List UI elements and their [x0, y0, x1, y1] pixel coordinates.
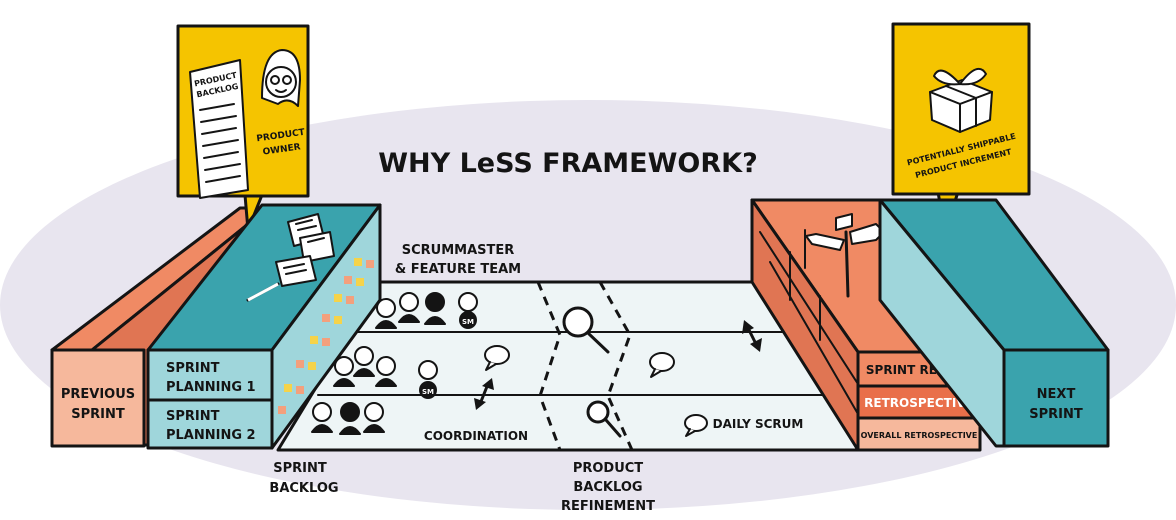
- coordination-label: COORDINATION: [424, 429, 528, 443]
- team-row-2: SM: [333, 346, 438, 399]
- product-owner-card: PRODUCT BACKLOG PRODUCT OWNER: [176, 24, 310, 232]
- next-sprint-label-line2: SPRINT: [1029, 407, 1083, 422]
- sprint-planning-2-line1: SPRINT: [166, 409, 220, 424]
- sm-badge: SM: [462, 318, 474, 326]
- team-row-3: [311, 402, 385, 435]
- next-sprint-side: [878, 198, 1006, 448]
- sprint-planning-1-line2: PLANNING 1: [166, 380, 256, 395]
- sprint-planning-2-line2: PLANNING 2: [166, 428, 256, 443]
- team-label-line1: SCRUMMASTER: [402, 243, 515, 258]
- previous-sprint-front: [50, 348, 146, 448]
- chat-bubble-icon: [484, 345, 510, 371]
- previous-sprint-label-line1: PREVIOUS: [61, 387, 135, 402]
- increment-card: POTENTIALLY SHIPPABLE PRODUCT INCREMENT: [891, 22, 1031, 234]
- sprint-planning-2-front: [146, 398, 274, 450]
- previous-sprint-label-line2: SPRINT: [71, 407, 125, 422]
- backlog-paper: [189, 59, 249, 199]
- team-label-line2: & FEATURE TEAM: [395, 262, 521, 277]
- diagram-title: WHY LeSS FRAMEWORK?: [378, 148, 757, 179]
- sprint-planning-1-front: [146, 348, 274, 402]
- magnifier-icon-small: [586, 400, 622, 438]
- magnifier-icon: [562, 306, 610, 354]
- daily-scrum-label: DAILY SCRUM: [713, 417, 804, 431]
- refinement-line2: BACKLOG: [573, 480, 642, 495]
- signpost-icon: [805, 213, 885, 298]
- overall-retrospective-front: [856, 416, 982, 452]
- marker-icon: [246, 282, 280, 302]
- refinement-line1: PRODUCT: [573, 461, 643, 476]
- team-members: SM SM: [311, 292, 478, 435]
- sprint-floor: COORDINATION DAILY SCRUM: [276, 280, 860, 452]
- team-row-1: SM: [375, 292, 478, 329]
- retrospective-label: RETROSPECTIVE: [864, 396, 974, 410]
- refinement-boundary-left: [536, 281, 562, 451]
- planning-papers: [275, 213, 335, 287]
- chat-bubble-icon-2: [649, 352, 675, 378]
- next-sprint-block: NEXT SPRINT: [878, 198, 1110, 448]
- double-arrow-icon-2: [742, 320, 762, 352]
- overall-retrospective-label: OVERALL RETROSPECTIVE: [861, 431, 978, 440]
- sticky-notes: [278, 258, 374, 414]
- sprint-planning-block: SPRINT PLANNING 1 SPRINT PLANNING 2: [146, 203, 382, 450]
- sprint-backlog-line2: BACKLOG: [269, 481, 338, 496]
- sprint-backlog-line1: SPRINT: [273, 461, 327, 476]
- product-owner-icon: [261, 49, 301, 107]
- refinement-line3: REFINEMENT: [561, 499, 655, 514]
- gift-box-icon: [929, 67, 993, 133]
- backlog-list-lines: [199, 103, 241, 183]
- sprint-planning-1-line1: SPRINT: [166, 361, 220, 376]
- next-sprint-front: [1002, 348, 1110, 448]
- sm-badge-2: SM: [422, 388, 434, 396]
- chat-bubble-icon-3: [684, 414, 708, 437]
- double-arrow-icon: [474, 378, 494, 410]
- next-sprint-label-line1: NEXT: [1037, 387, 1076, 402]
